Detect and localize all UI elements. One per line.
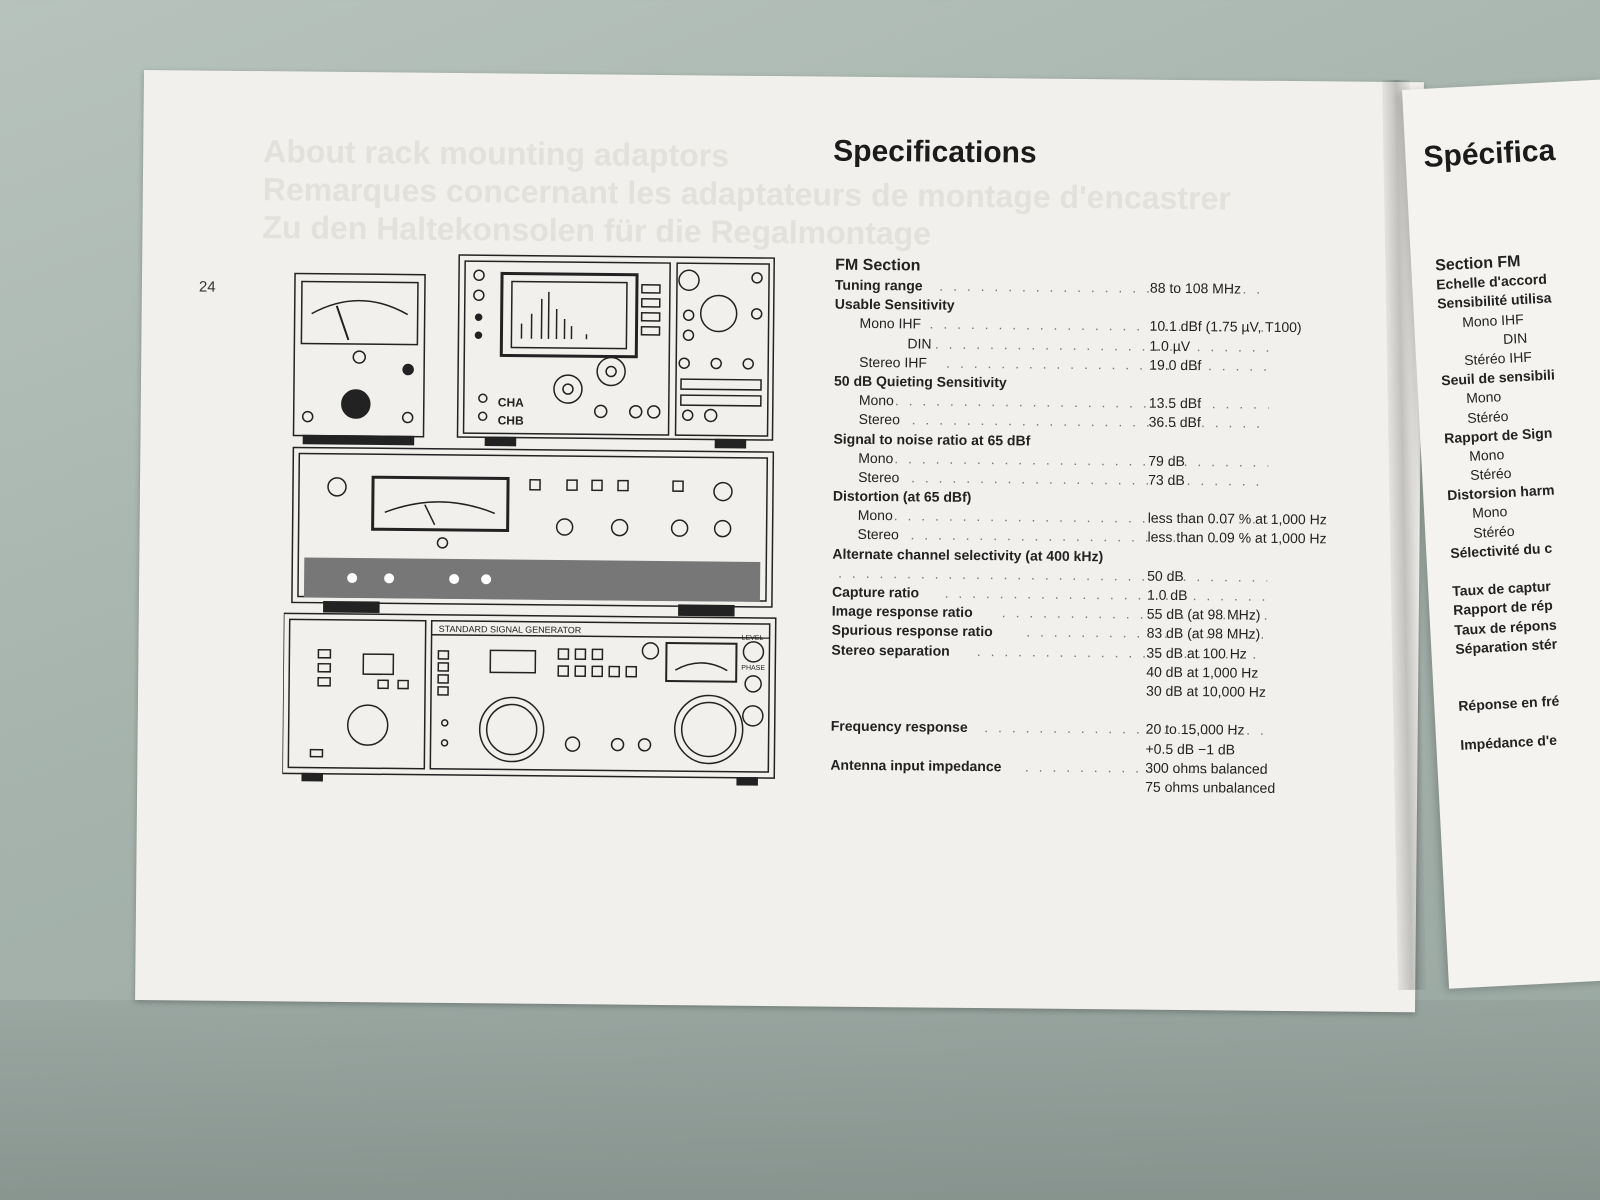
spec-value: 40 dB at 1,000 Hz xyxy=(1146,663,1259,681)
test-equipment-illustration: STANDARD SIGNAL GENERATOR xyxy=(282,254,777,786)
table-surface xyxy=(0,1000,1600,1200)
signal-generator-unit xyxy=(282,612,777,779)
show-through-text: About rack mounting adaptors xyxy=(263,133,730,174)
spec-label: Capture ratio xyxy=(831,583,920,601)
spec-label: Stereo xyxy=(858,411,901,428)
svg-text:CHB: CHB xyxy=(498,413,524,427)
spec-value: +0.5 dB −1 dB xyxy=(1145,740,1236,758)
spec-label: 50 dB Quieting Sensitivity xyxy=(833,372,1007,391)
spec-label: Spurious response ratio xyxy=(831,622,993,640)
spec-label: Mono xyxy=(857,507,893,524)
spec-value: 88 to 108 MHz xyxy=(1149,279,1242,297)
spec-row: 75 ohms unbalanced xyxy=(830,774,1390,799)
spec-label: Frequency response xyxy=(830,717,968,736)
spec-label: Image response ratio xyxy=(831,602,973,621)
oscilloscope-unit xyxy=(456,254,775,441)
spec-rows: Tuning range. . . . . . . . . . . . . . … xyxy=(830,276,1395,799)
spec-value: 1.0 µV xyxy=(1149,337,1191,354)
spec-label: Usable Sensitivity xyxy=(834,295,955,313)
spec-value: 79 dB xyxy=(1148,452,1185,469)
spec-value: less than 0.07 % at 1,000 Hz xyxy=(1147,509,1327,528)
spec-label: DIN xyxy=(907,334,932,352)
spec-value: 30 dB at 10,000 Hz xyxy=(1146,682,1267,700)
spec-label: Stereo xyxy=(858,468,900,486)
show-through-text: Zu den Haltekonsolen für die Regalmontag… xyxy=(262,209,932,252)
spec-value: 75 ohms unbalanced xyxy=(1145,778,1276,796)
svg-text:STANDARD SIGNAL GENERATOR: STANDARD SIGNAL GENERATOR xyxy=(439,624,582,635)
spec-value: 13.5 dBf xyxy=(1148,394,1202,412)
spec-value: 50 dB xyxy=(1147,567,1184,584)
spec-label: Mono xyxy=(858,449,894,466)
analyzer-unit xyxy=(291,446,775,608)
spec-value: 10.1 dBf (1.75 µV, T100) xyxy=(1149,318,1302,336)
spec-label: Antenna input impedance xyxy=(830,756,1002,774)
spec-value: 19.0 dBf xyxy=(1149,356,1202,373)
spec-label: Mono IHF xyxy=(859,315,922,332)
spec-label: Tuning range xyxy=(834,276,923,294)
spec-value: 36.5 dBf xyxy=(1148,413,1201,431)
spec-value: 73 dB xyxy=(1148,471,1185,488)
spec-value: 300 ohms balanced xyxy=(1145,759,1268,777)
specifications-table: FM Section Tuning range. . . . . . . . .… xyxy=(830,257,1395,799)
spec-label: Stereo xyxy=(857,526,899,543)
left-page: About rack mounting adaptors Remarques c… xyxy=(135,70,1424,1013)
spec-label: Alternate channel selectivity (at 400 kH… xyxy=(832,545,1104,564)
page-title: Specifications xyxy=(833,134,1037,170)
spec-label: Signal to noise ratio at 65 dBf xyxy=(833,430,1031,449)
spec-label: Distortion (at 65 dBf) xyxy=(832,487,972,506)
spec-value: 55 dB (at 98 MHz) xyxy=(1146,605,1261,623)
spec-value: 35 dB at 100 Hz xyxy=(1146,644,1247,662)
spec-value: 20 to 15,000 Hz xyxy=(1145,720,1245,738)
spec-value: 83 dB (at 98 MHz) xyxy=(1146,625,1261,643)
spec-value: less than 0.09 % at 1,000 Hz xyxy=(1147,529,1327,547)
spec-label: Stereo separation xyxy=(831,641,950,659)
spec-label: Mono xyxy=(858,392,894,409)
spec-label: Stereo IHF xyxy=(859,353,928,371)
spec-value: 1.0 dB xyxy=(1146,586,1188,604)
right-page-title: Spécifica xyxy=(1422,134,1556,174)
svg-text:CHA: CHA xyxy=(498,395,524,409)
svg-text:PHASE: PHASE xyxy=(741,665,765,672)
svg-text:LEVEL: LEVEL xyxy=(742,635,764,642)
page-number: 24 xyxy=(198,278,216,296)
